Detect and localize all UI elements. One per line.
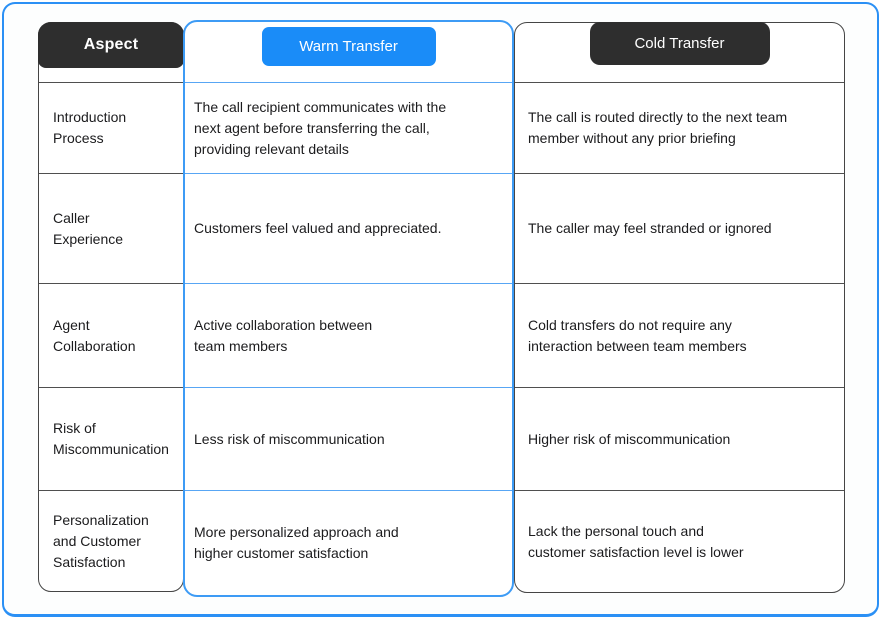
aspect-cell-caller-experience: Caller Experience bbox=[39, 173, 183, 283]
aspect-cell-risk-of-miscommunication: Risk of Miscommunication bbox=[39, 387, 183, 490]
warm-transfer-header-label: Warm Transfer bbox=[299, 38, 398, 55]
warm-cell-introduction-process: The call recipient communicates with the… bbox=[185, 82, 512, 173]
cold-cell-risk-of-miscommunication: Higher risk of miscommunication bbox=[515, 387, 844, 490]
aspect-cell-personalization: Personalization and Customer Satisfactio… bbox=[39, 490, 183, 591]
cold-cell-introduction-process: The call is routed directly to the next … bbox=[515, 82, 844, 173]
cold-transfer-header-label: Cold Transfer bbox=[634, 35, 725, 52]
aspect-header-label: Aspect bbox=[83, 36, 139, 53]
cold-transfer-column: Cold Transfer The call is routed directl… bbox=[514, 22, 845, 593]
cold-transfer-header-badge: Cold Transfer bbox=[589, 22, 770, 65]
cold-transfer-column-header: Cold Transfer bbox=[515, 22, 844, 82]
warm-cell-agent-collaboration: Active collaboration between team member… bbox=[185, 283, 512, 387]
cold-cell-caller-experience: The caller may feel stranded or ignored bbox=[515, 173, 844, 283]
aspect-column: Aspect Introduction Process Caller Exper… bbox=[38, 22, 184, 592]
warm-transfer-column: Warm Transfer The call recipient communi… bbox=[183, 20, 514, 597]
aspect-header-badge: Aspect bbox=[38, 22, 184, 68]
cold-cell-personalization: Lack the personal touch and customer sat… bbox=[515, 490, 844, 592]
warm-transfer-header-badge: Warm Transfer bbox=[261, 27, 436, 66]
aspect-cell-agent-collaboration: Agent Collaboration bbox=[39, 283, 183, 387]
warm-transfer-column-header: Warm Transfer bbox=[185, 22, 512, 82]
aspect-column-header: Aspect bbox=[38, 22, 184, 82]
warm-cell-risk-of-miscommunication: Less risk of miscommunication bbox=[185, 387, 512, 490]
cold-cell-agent-collaboration: Cold transfers do not require any intera… bbox=[515, 283, 844, 387]
warm-cell-caller-experience: Customers feel valued and appreciated. bbox=[185, 173, 512, 283]
warm-cell-personalization: More personalized approach and higher cu… bbox=[185, 490, 512, 595]
aspect-cell-introduction-process: Introduction Process bbox=[39, 82, 183, 173]
